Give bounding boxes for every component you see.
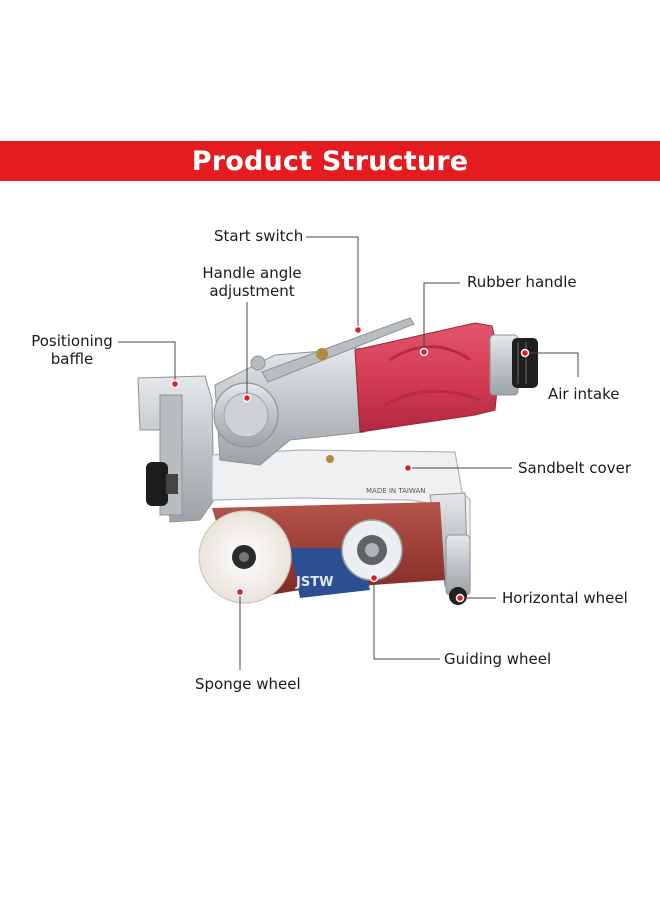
label-handle-angle-line2: adjustment [209, 282, 295, 300]
page-title: Product Structure [191, 145, 469, 177]
air-intake-fitting [512, 338, 538, 388]
side-knob [146, 462, 178, 506]
marker-guiding-wheel [369, 573, 379, 583]
marker-sandbelt-cover [403, 463, 413, 473]
label-handle-angle-adjustment: Handle angle adjustment [196, 264, 308, 300]
leader-rubber-handle [423, 282, 460, 352]
label-air-intake: Air intake [548, 385, 620, 403]
belt-brand: JSTW [295, 575, 333, 590]
marker-positioning [170, 379, 180, 389]
marker-start-switch [353, 325, 363, 335]
marker-air-intake [520, 348, 530, 358]
label-sponge-wheel: Sponge wheel [195, 675, 301, 693]
label-rubber-handle: Rubber handle [467, 273, 577, 291]
marker-sponge-wheel [235, 587, 245, 597]
label-sandbelt-cover: Sandbelt cover [518, 459, 632, 477]
leader-guiding-wheel [373, 575, 440, 660]
leader-positioning [118, 341, 176, 384]
marker-rubber-handle [419, 347, 429, 357]
leader-air-intake [525, 352, 579, 377]
sponge-wheel-shape [198, 510, 292, 604]
label-start-switch: Start switch [214, 227, 304, 245]
label-guiding-wheel: Guiding wheel [444, 650, 552, 668]
rubber-handle-shape [354, 322, 519, 433]
label-positioning-line1: Positioning [31, 332, 113, 350]
cover-stamp: MADE IN TAIWAN [366, 487, 426, 495]
marker-handle-angle [242, 393, 252, 403]
label-positioning-line2: baffle [50, 350, 94, 368]
label-handle-angle-line1: Handle angle [202, 264, 302, 282]
start-switch-lever [261, 317, 415, 383]
leader-lines [118, 236, 579, 670]
title-banner: Product Structure [0, 141, 660, 181]
label-horizontal-wheel: Horizontal wheel [502, 589, 628, 607]
label-positioning-baffle: Positioning baffle [26, 332, 118, 368]
callout-markers [170, 325, 530, 603]
leader-start-switch [306, 236, 359, 330]
guiding-wheel-shape [341, 519, 403, 581]
motor-housing [213, 347, 366, 466]
marker-horizontal-wheel [455, 593, 465, 603]
